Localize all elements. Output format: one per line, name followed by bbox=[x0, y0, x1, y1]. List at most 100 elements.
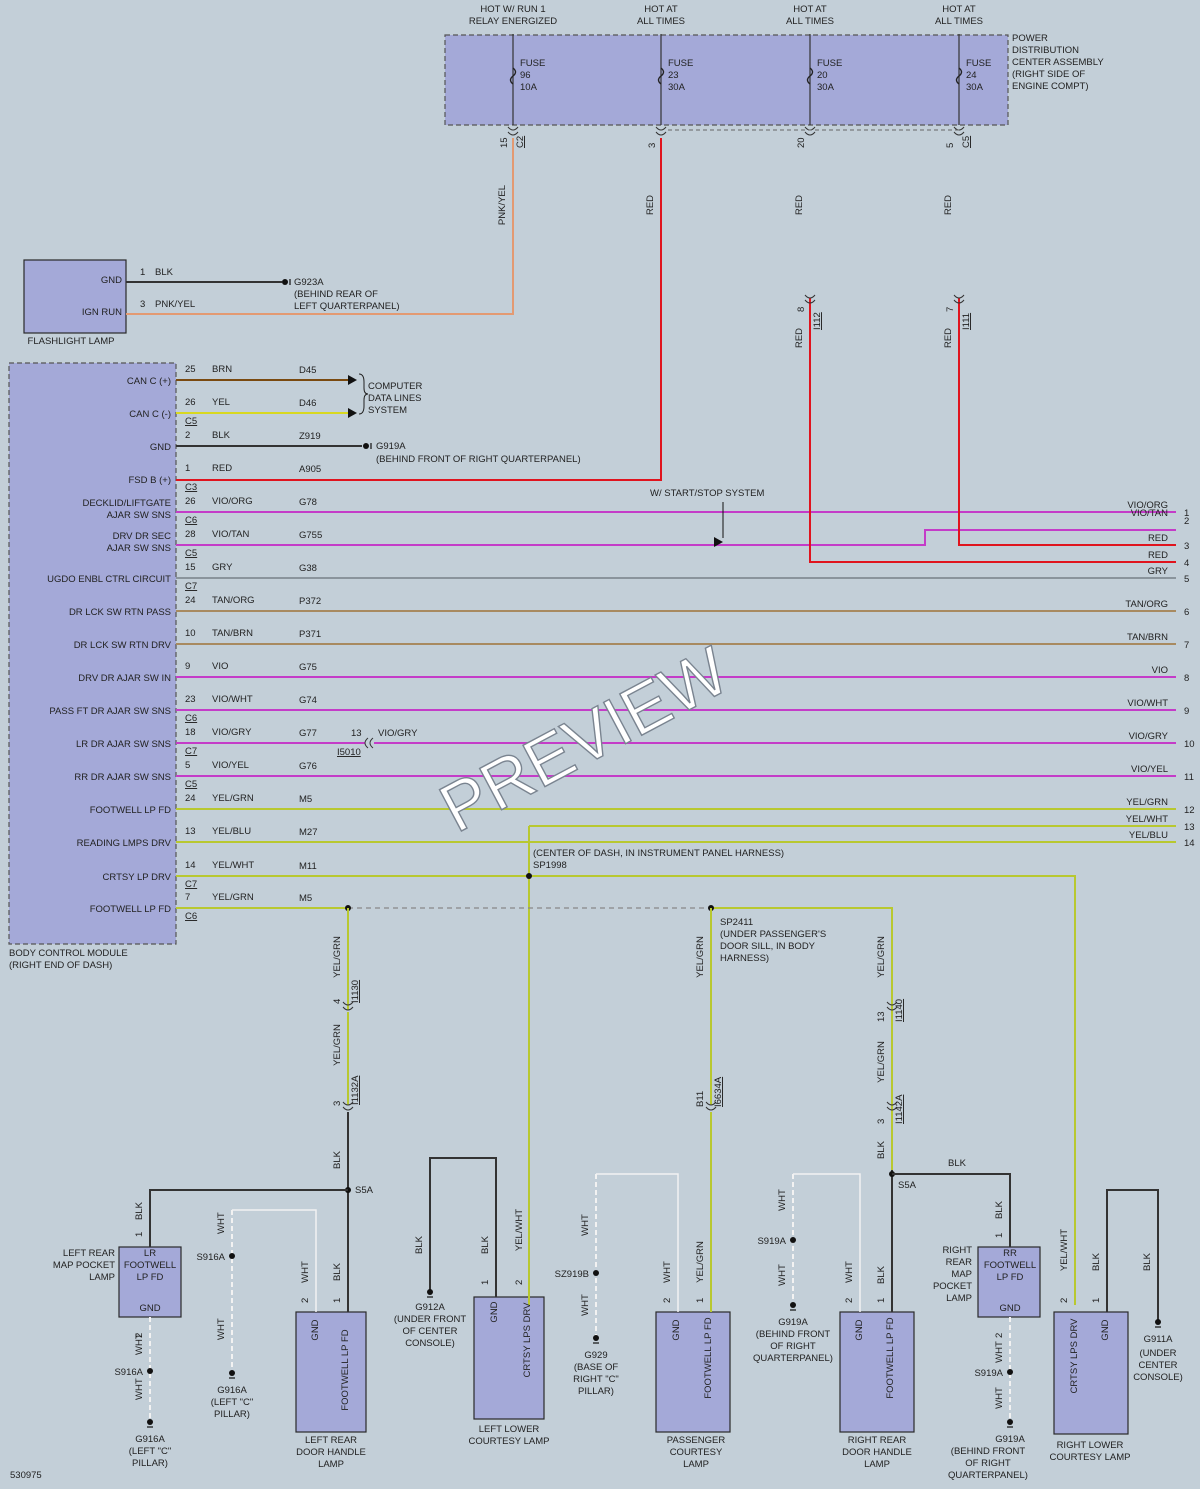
splice-id: S916A bbox=[114, 1367, 143, 1378]
circuit-id: G75 bbox=[299, 662, 317, 673]
bracket-icon bbox=[358, 373, 369, 415]
pin-label: GND bbox=[101, 275, 122, 286]
wire-color: YEL/GRN bbox=[876, 936, 887, 978]
circuit-id: D45 bbox=[299, 365, 316, 376]
wire-color: VIO/ORG bbox=[1127, 500, 1168, 511]
pin-number: 23 bbox=[185, 694, 196, 705]
pin-number: 25 bbox=[185, 364, 196, 375]
splice-id: S919A bbox=[757, 1236, 786, 1247]
component-title: MAP POCKET bbox=[53, 1260, 115, 1271]
ground-id: G923A bbox=[294, 277, 324, 288]
connector-icon bbox=[886, 1101, 898, 1111]
wire-lr-map-gnd bbox=[149, 1189, 348, 1247]
pin-label: PASS FT DR AJAR SW SNS bbox=[49, 706, 171, 717]
wire-color: WHT bbox=[777, 1264, 788, 1286]
cavity-number: B11 bbox=[695, 1091, 706, 1107]
pdc-label: CENTER ASSEMBLY bbox=[1012, 57, 1104, 68]
connector-id: C2 bbox=[515, 136, 526, 148]
pin-number: 13 bbox=[351, 728, 362, 739]
connector-id: C6 bbox=[185, 713, 197, 724]
ground-id: G919A bbox=[376, 441, 406, 452]
cavity-number: 3 bbox=[332, 1101, 343, 1106]
pdc-label: POWER bbox=[1012, 33, 1048, 44]
splice-s916a bbox=[229, 1253, 235, 1259]
circuit-id: M27 bbox=[299, 827, 317, 838]
ground-note: OF CENTER bbox=[403, 1326, 458, 1337]
wire-rr-footwell bbox=[711, 907, 893, 1170]
wire-number: 6 bbox=[1184, 607, 1189, 618]
pin-label: AJAR SW SNS bbox=[107, 510, 171, 521]
component-title: RIGHT LOWER bbox=[1057, 1440, 1124, 1451]
component-title: FLASHLIGHT LAMP bbox=[28, 336, 115, 347]
pin-number: 1 bbox=[994, 1233, 1005, 1238]
ground-id: G916A bbox=[217, 1385, 247, 1396]
wire-color: RED bbox=[794, 328, 805, 348]
connector-id: I6634A bbox=[713, 1076, 724, 1107]
splice-s919a bbox=[1007, 1369, 1013, 1375]
wire-color: WHT bbox=[662, 1261, 673, 1283]
wire-color: PNK/YEL bbox=[155, 299, 195, 310]
wire-color: YEL/GRN bbox=[1126, 797, 1168, 808]
ground-icon bbox=[790, 1302, 796, 1308]
lr-door-handle-lamp bbox=[295, 1311, 367, 1433]
wire-color: WHT bbox=[994, 1387, 1005, 1409]
connector-icon bbox=[953, 126, 965, 136]
ground-note: (BEHIND REAR OF bbox=[294, 289, 378, 300]
right-lower-courtesy-lamp bbox=[1053, 1311, 1129, 1435]
computer-data-label: COMPUTER bbox=[368, 381, 423, 392]
splice-id: S5A bbox=[898, 1180, 917, 1191]
wire-number: 9 bbox=[1184, 706, 1189, 717]
diagram-id: 530975 bbox=[10, 1470, 42, 1481]
component-title: DOOR HANDLE bbox=[296, 1447, 366, 1458]
wire-color: BLK bbox=[1091, 1252, 1102, 1271]
wire-number: 3 bbox=[1184, 541, 1189, 552]
ground-id: G911A bbox=[1144, 1334, 1174, 1345]
power-distribution-center bbox=[444, 34, 1009, 126]
wire-color: VIO/GRY bbox=[1129, 731, 1169, 742]
pin-number: 3 bbox=[140, 299, 145, 310]
circuit-id: M5 bbox=[299, 893, 312, 904]
wire-color: YEL/GRN bbox=[332, 1024, 343, 1066]
wire-color: YEL/GRN bbox=[695, 1241, 706, 1283]
ground-note: (LEFT "C" bbox=[211, 1397, 253, 1408]
computer-data-label: SYSTEM bbox=[368, 405, 407, 416]
ground-note: OF RIGHT bbox=[965, 1458, 1011, 1469]
wire-color: RED bbox=[943, 195, 954, 215]
wire-color: TAN/BRN bbox=[1127, 632, 1168, 643]
pin-label: AJAR SW SNS bbox=[107, 543, 171, 554]
ground-icon bbox=[229, 1370, 235, 1376]
wire-color: VIO/ORG bbox=[212, 496, 253, 507]
circuit-id: G78 bbox=[299, 497, 317, 508]
ground-note: OF RIGHT bbox=[770, 1341, 816, 1352]
wire-color: RED bbox=[212, 463, 232, 474]
left-lower-courtesy-lamp bbox=[473, 1296, 545, 1420]
pin-label: DRV DR AJAR SW IN bbox=[78, 673, 171, 684]
pin-label: FSD B (+) bbox=[129, 475, 172, 486]
splice-note: SP2411 bbox=[720, 917, 753, 928]
arrow-icon bbox=[714, 537, 723, 547]
fuse-label: 24 bbox=[966, 70, 977, 81]
pin-number: 9 bbox=[185, 661, 190, 672]
wire-color: BLK bbox=[876, 1140, 887, 1159]
wire-color: YEL/WHT bbox=[1126, 814, 1168, 825]
component-title: COURTESY LAMP bbox=[469, 1436, 550, 1447]
wire-number: 12 bbox=[1184, 805, 1195, 816]
ground-icon bbox=[593, 1335, 599, 1341]
pin-label: DR LCK SW RTN PASS bbox=[69, 607, 171, 618]
pin-label: CAN C (+) bbox=[127, 376, 171, 387]
component-title: PASSENGER bbox=[667, 1435, 726, 1446]
pin-label: FOOTWELL LP FD bbox=[340, 1329, 351, 1410]
pdc-label: (RIGHT SIDE OF bbox=[1012, 69, 1085, 80]
component-title: FOOTWELL bbox=[984, 1260, 1036, 1271]
wire-rr-door-wht bbox=[793, 1173, 861, 1312]
connector-icon bbox=[342, 1101, 354, 1111]
wire-color: BLK bbox=[332, 1262, 343, 1281]
ground-note: QUARTERPANEL) bbox=[948, 1470, 1028, 1481]
wire-color: YEL/WHT bbox=[212, 860, 254, 871]
ground-note: (UNDER FRONT bbox=[394, 1314, 466, 1325]
fuse-label: 30A bbox=[966, 82, 984, 93]
connector-icon bbox=[886, 1001, 898, 1011]
pin-number: 2 bbox=[185, 430, 190, 441]
component-title: REAR bbox=[946, 1257, 973, 1268]
